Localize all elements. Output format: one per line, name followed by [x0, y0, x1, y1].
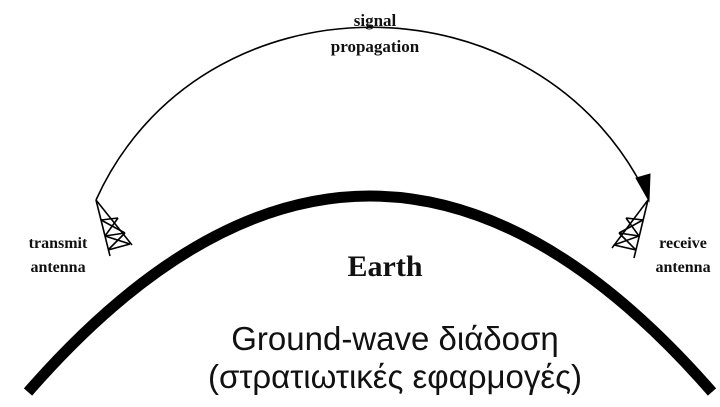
signal-label-line2: propagation	[330, 37, 420, 56]
receive-label-line2: antenna	[655, 259, 711, 276]
transmit-label-line2: antenna	[30, 259, 86, 276]
receive-label-line1: receive	[659, 235, 707, 252]
caption-line1: Ground-wave διάδοση	[231, 320, 559, 357]
transmit-antenna-tower	[95, 199, 133, 257]
signal-propagation-label: signal propagation	[300, 8, 450, 60]
transmit-antenna-label: transmit antenna	[8, 232, 108, 280]
earth-surface-curve	[23, 190, 717, 396]
earth-label: Earth	[347, 250, 423, 283]
caption-line2: (στρατιωτικές εφαρμογές)	[208, 358, 582, 395]
signal-label-line1: signal	[353, 11, 397, 30]
transmit-label-line1: transmit	[28, 235, 88, 252]
signal-propagation-arc	[95, 26, 649, 201]
receive-antenna-tower	[611, 199, 649, 259]
arrowhead-icon	[635, 173, 651, 203]
caption: Ground-wave διάδοση (στρατιωτικές εφαρμο…	[160, 320, 630, 396]
receive-antenna-label: receive antenna	[638, 232, 720, 280]
